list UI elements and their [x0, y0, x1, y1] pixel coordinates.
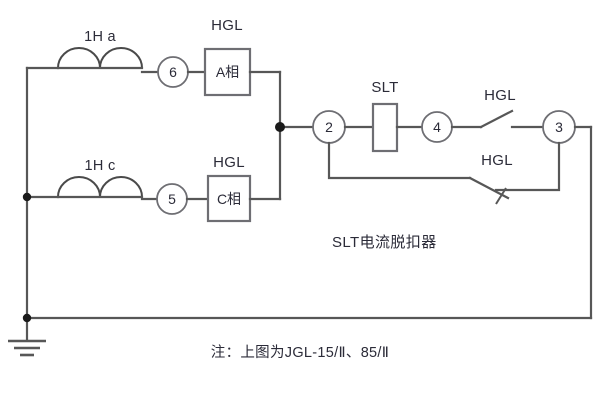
nc-switch-right-lead	[494, 141, 561, 192]
coil-label-1h-c: 1H c	[84, 158, 115, 174]
coil-c-arc-1	[57, 176, 101, 198]
hgl-switch-normally-open: HGL	[450, 87, 546, 129]
branch-phase-a: 6 A相 HGL 1H a	[25, 17, 282, 97]
coil-c-arc-2	[99, 176, 143, 198]
inductor-1h-a	[56, 47, 144, 70]
nc-switch-left-lead	[327, 141, 472, 180]
phase-c-box-label: C相	[217, 191, 241, 207]
junction-node-left-middle	[22, 192, 32, 202]
hgl-label-phase-a: HGL	[211, 17, 243, 34]
terminal-3: 3	[542, 110, 576, 144]
earth-ground-symbol	[8, 316, 46, 357]
slt-label: SLT	[371, 79, 398, 96]
junction-node-main	[275, 122, 285, 132]
inductor-1h-c	[56, 176, 144, 199]
coil-label-1h-a: 1H a	[84, 29, 116, 45]
main-conductor-loop	[25, 66, 593, 320]
terminal-3-label: 3	[555, 119, 563, 135]
terminal-5-label: 5	[168, 191, 176, 207]
terminal-4: 4	[421, 111, 453, 143]
footer-note: 注：上图为JGL-15/Ⅱ、85/Ⅱ	[211, 344, 389, 361]
junction-node-left-bottom	[22, 313, 32, 323]
terminal-6: 6	[157, 56, 189, 88]
phase-common-connector	[275, 70, 315, 201]
slt-trip-unit-caption: SLT电流脱扣器	[332, 234, 437, 251]
phase-a-box: A相	[203, 47, 252, 97]
terminal-4-label: 4	[433, 119, 441, 135]
slt-trip-branch: SLT 4	[343, 79, 453, 153]
phase-c-box: C相	[206, 174, 252, 223]
slt-box	[371, 102, 399, 153]
branch-phase-c: 5 C相 HGL 1H c	[25, 154, 282, 223]
terminal-2: 2	[312, 110, 346, 144]
coil-a-arc-1	[57, 47, 101, 69]
terminal-2-label: 2	[325, 119, 333, 135]
hgl-label-phase-c: HGL	[213, 154, 245, 171]
hgl-switch-normally-closed: HGL	[327, 141, 561, 205]
hgl-label-normally-open: HGL	[484, 87, 516, 104]
phase-c-box-rect	[206, 174, 252, 223]
terminal-5: 5	[156, 183, 188, 215]
coil-a-arc-2	[99, 47, 143, 69]
phase-a-box-label: A相	[216, 64, 239, 80]
hgl-label-normally-closed: HGL	[481, 152, 513, 169]
slt-box-rect	[371, 102, 399, 153]
terminal-6-label: 6	[169, 64, 177, 80]
no-switch-blade	[479, 109, 514, 129]
